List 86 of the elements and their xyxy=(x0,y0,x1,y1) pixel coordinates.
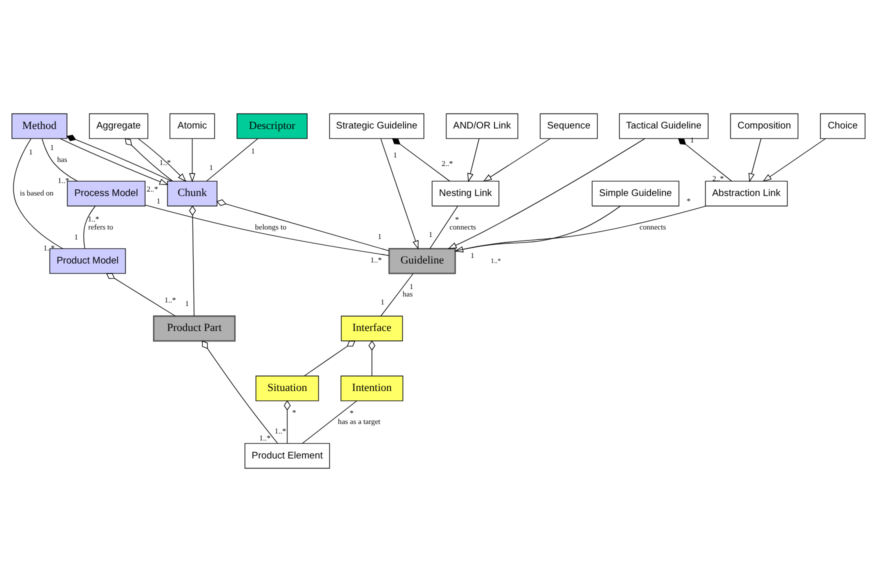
edge-label: is based on xyxy=(20,188,54,198)
node-box: Situation xyxy=(256,375,319,401)
label: * xyxy=(455,214,459,224)
arrow xyxy=(448,138,646,249)
connector xyxy=(454,205,706,251)
connector xyxy=(13,138,64,248)
connector xyxy=(392,138,450,182)
connector xyxy=(189,205,196,316)
connector xyxy=(202,340,278,444)
connector xyxy=(368,340,376,376)
connector xyxy=(206,138,258,182)
arrow xyxy=(762,138,826,182)
label: 1..* xyxy=(88,214,100,224)
node-box: Method xyxy=(12,112,68,138)
label: 1 xyxy=(410,282,414,291)
label: 1..* xyxy=(58,176,70,185)
label: 1 xyxy=(209,162,214,172)
edge-label: has xyxy=(57,154,68,164)
label: 1..* xyxy=(259,432,271,442)
label: 1..* xyxy=(274,426,286,435)
connector xyxy=(124,138,174,182)
label: 1 xyxy=(50,142,54,152)
label: 1 xyxy=(28,146,33,156)
label: 2..* xyxy=(442,158,453,168)
label: 1..* xyxy=(370,254,382,264)
label: * xyxy=(350,408,354,418)
node-box: Composition xyxy=(730,112,798,138)
connector xyxy=(42,138,78,181)
arrow xyxy=(454,205,621,252)
node-box: Product Part xyxy=(153,314,236,342)
node-box: Strategic Guideline xyxy=(329,112,424,138)
edge-label: refers to xyxy=(88,222,114,231)
node-box: Nesting Link xyxy=(432,180,500,206)
connector xyxy=(380,272,414,316)
edge-label: belongs to xyxy=(255,222,286,231)
arrow xyxy=(138,138,186,182)
label: 1 xyxy=(251,146,255,155)
label: 1 xyxy=(380,296,384,306)
connector xyxy=(216,198,390,251)
node-box: Chunk xyxy=(167,180,218,206)
label: 1 xyxy=(185,298,189,308)
arrow xyxy=(380,138,419,250)
node-box: AND/OR Link xyxy=(446,112,518,138)
node-box: Atomic xyxy=(170,112,215,138)
node-box: Guideline xyxy=(388,247,456,274)
connector xyxy=(302,400,358,444)
connector xyxy=(678,138,732,182)
label: 1 xyxy=(428,229,433,238)
node-box: Product Element xyxy=(244,442,330,468)
label: 1 xyxy=(378,232,382,241)
connector xyxy=(66,134,172,182)
node-box: Simple Guideline xyxy=(592,180,680,206)
connector xyxy=(144,204,390,256)
connector xyxy=(284,400,291,444)
node-box: Tactical Guideline xyxy=(619,112,708,138)
node-box: Sequence xyxy=(540,112,598,138)
label: 1 xyxy=(470,250,474,260)
node-box: Choice xyxy=(820,112,866,138)
arrow xyxy=(60,138,168,185)
label: * xyxy=(292,407,296,416)
node-box: Intention xyxy=(340,375,404,401)
connector xyxy=(83,205,96,248)
arrow xyxy=(467,138,480,182)
arrow xyxy=(189,138,196,182)
label: 1 xyxy=(393,150,397,160)
edge-label: has as a target xyxy=(338,416,380,426)
node-box: Descriptor xyxy=(236,112,308,138)
label: 1 xyxy=(156,196,160,205)
node-box: Aggregate xyxy=(89,112,148,138)
edge-label: connects xyxy=(640,222,666,231)
node-box: Abstraction Link xyxy=(705,180,788,206)
edge-label: connects xyxy=(450,222,476,231)
arrow xyxy=(482,138,551,182)
connector xyxy=(304,340,356,376)
node-box: Interface xyxy=(340,315,403,341)
label: 2..* xyxy=(146,184,158,193)
label: 1 xyxy=(74,232,78,242)
label: 1..* xyxy=(164,294,176,304)
edge-label: has xyxy=(402,289,413,298)
node-box: Product Model xyxy=(49,248,126,274)
connector xyxy=(106,272,176,316)
connector xyxy=(430,205,458,248)
arrow xyxy=(748,138,762,182)
node-box: Process Model xyxy=(66,180,146,206)
label: * xyxy=(686,196,691,205)
label: 2..* xyxy=(712,174,724,183)
